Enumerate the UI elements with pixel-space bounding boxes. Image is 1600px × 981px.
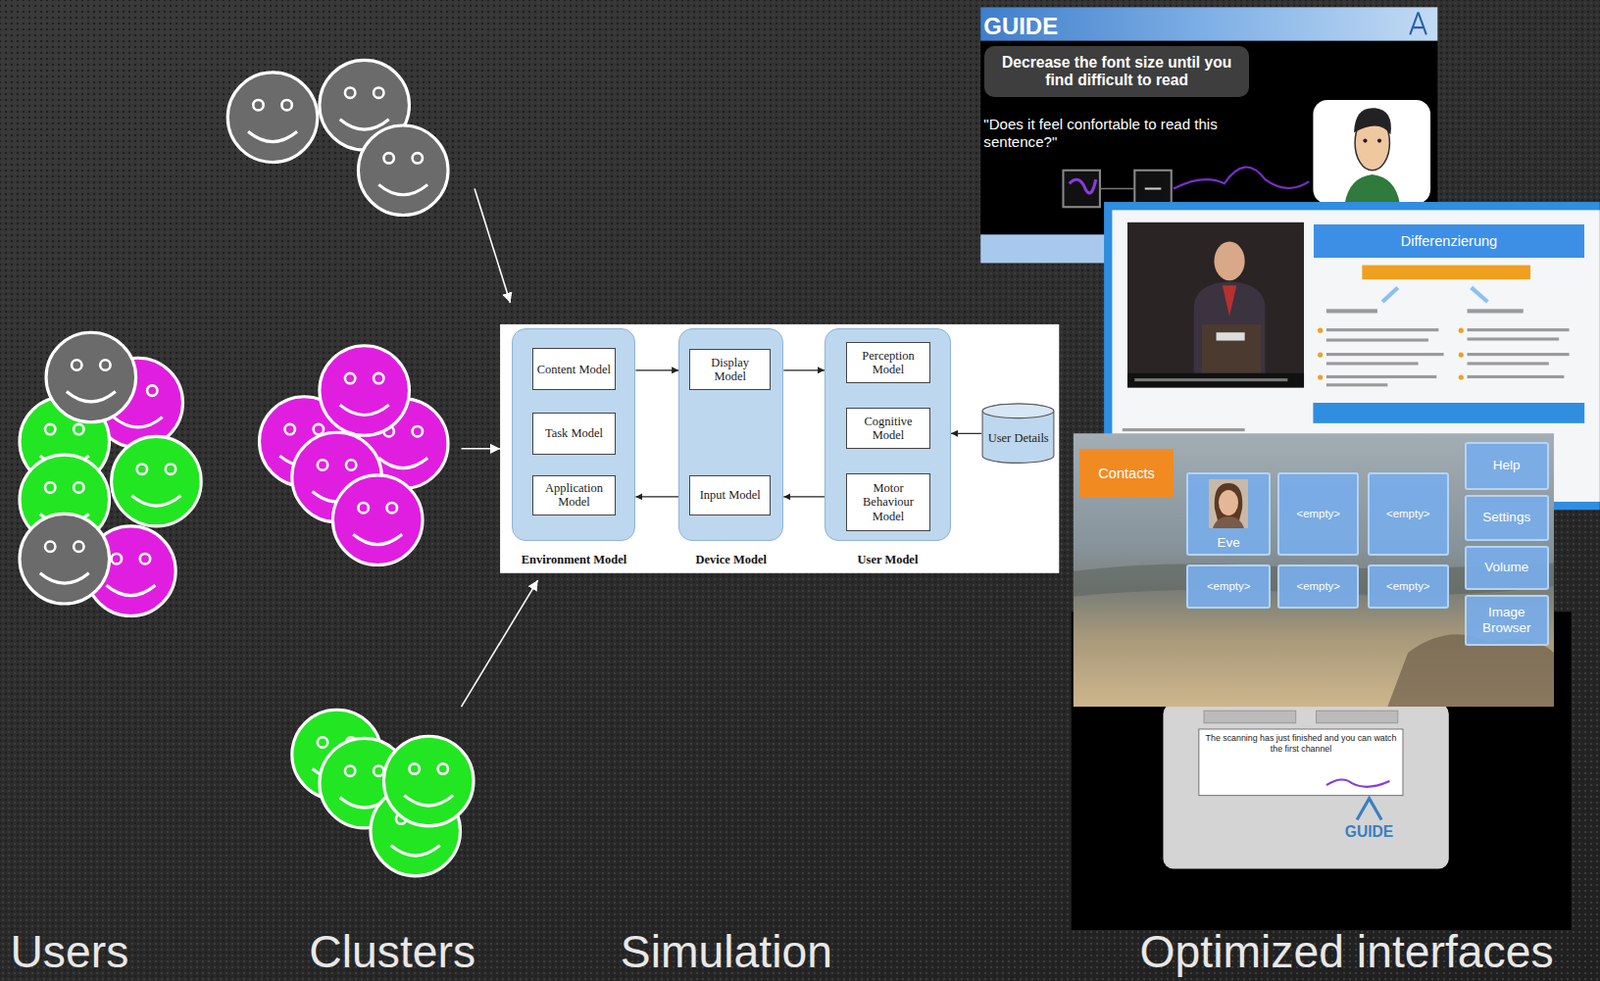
menu-button: Settings bbox=[1464, 495, 1550, 542]
node-text: Cognitive Model bbox=[850, 414, 925, 444]
flow-arrow bbox=[474, 189, 510, 304]
model-box: Task Model bbox=[532, 412, 616, 455]
node-text: Differenzierung bbox=[1400, 233, 1499, 250]
node-text: <empty> bbox=[1386, 507, 1431, 521]
smiley bbox=[227, 72, 318, 163]
node-text: Eve bbox=[1216, 535, 1240, 551]
flow-connector bbox=[635, 369, 679, 371]
node-text: Motor Behaviour Model bbox=[850, 481, 925, 524]
database-cylinder: User Details bbox=[981, 402, 1055, 464]
node-text: Decrease the font size until you find di… bbox=[988, 53, 1245, 90]
model-box: Motor Behaviour Model bbox=[846, 473, 930, 531]
section-label: Clusters bbox=[308, 929, 476, 975]
smiley bbox=[46, 332, 137, 423]
menu-button: <empty> bbox=[1367, 472, 1450, 556]
node-text: Input Model bbox=[700, 488, 761, 502]
node-text: <empty> bbox=[1206, 580, 1251, 594]
flow-connector bbox=[950, 433, 982, 435]
smiley bbox=[19, 513, 110, 604]
node-text: Help bbox=[1493, 457, 1521, 474]
node-text: <empty> bbox=[1296, 507, 1341, 521]
photo-ground bbox=[1208, 479, 1249, 529]
cylinder-body bbox=[982, 403, 1054, 463]
smiley bbox=[319, 346, 410, 437]
cylinder-top bbox=[982, 403, 1054, 419]
node-text: Image Browser bbox=[1470, 604, 1544, 636]
screen-text: "Does it feel confortable to read this s… bbox=[983, 115, 1290, 153]
group-label: User Model bbox=[857, 552, 919, 567]
screen-title: GUIDE bbox=[983, 11, 1058, 42]
menu-button: Volume bbox=[1464, 546, 1550, 591]
screen-text: The scanning has just finished and you c… bbox=[1203, 733, 1399, 755]
photo-shoulders bbox=[1212, 516, 1245, 529]
menu-button: <empty> bbox=[1277, 564, 1359, 610]
model-box: Application Model bbox=[532, 475, 616, 517]
model-group: Environment ModelContent ModelTask Model… bbox=[511, 328, 636, 541]
model-box: Content Model bbox=[532, 348, 616, 391]
smiley bbox=[357, 125, 449, 216]
slide-header: Differenzierung bbox=[1313, 224, 1586, 258]
model-group: User ModelPerception ModelCognitive Mode… bbox=[824, 328, 951, 541]
menu-button: <empty> bbox=[1277, 472, 1359, 556]
simulation-panel bbox=[500, 324, 1059, 574]
menu-button: Image Browser bbox=[1464, 595, 1550, 647]
smiley bbox=[332, 475, 423, 566]
node-text: Perception Model bbox=[850, 349, 925, 378]
model-group: Device ModelDisplay ModelInput Model bbox=[678, 328, 784, 541]
menu-button: Help bbox=[1464, 442, 1550, 491]
smiley bbox=[111, 436, 202, 527]
node-text: <empty> bbox=[1296, 580, 1341, 594]
flow-connector bbox=[783, 496, 825, 498]
flow-connector bbox=[783, 369, 825, 371]
node-text: Volume bbox=[1484, 559, 1529, 576]
node-text: Contacts bbox=[1098, 465, 1154, 483]
group-label: Environment Model bbox=[521, 552, 628, 567]
group-label: Device Model bbox=[696, 552, 767, 567]
logo-text: GUIDE bbox=[1345, 822, 1394, 843]
menu-button: <empty> bbox=[1367, 564, 1450, 610]
model-box: Perception Model bbox=[846, 342, 930, 384]
section-label: Simulation bbox=[620, 929, 833, 975]
node-text: Display Model bbox=[694, 355, 766, 385]
section-label: Optimized interfaces bbox=[1140, 929, 1554, 975]
section-label: Users bbox=[9, 929, 129, 975]
flow-connector bbox=[635, 496, 679, 498]
screenshot bbox=[1073, 433, 1554, 707]
node-text: Application Model bbox=[537, 481, 611, 510]
flow-arrow bbox=[461, 580, 539, 707]
contact-tile: Eve bbox=[1186, 472, 1270, 556]
instruction-box: Decrease the font size until you find di… bbox=[984, 46, 1249, 98]
node-text: Task Model bbox=[545, 426, 603, 441]
model-box: Display Model bbox=[689, 349, 771, 391]
node-text: <empty> bbox=[1386, 580, 1431, 594]
node-text: User Details bbox=[988, 431, 1050, 446]
contact-photo bbox=[1208, 479, 1249, 529]
photo-face bbox=[1218, 490, 1239, 516]
flow-arrow bbox=[461, 448, 501, 450]
node-text: Settings bbox=[1482, 509, 1531, 526]
menu-button: <empty> bbox=[1186, 564, 1270, 610]
node-text: Content Model bbox=[537, 362, 611, 377]
model-box: Input Model bbox=[689, 475, 771, 517]
tab-button: Contacts bbox=[1079, 449, 1174, 499]
model-box: Cognitive Model bbox=[846, 407, 930, 450]
smiley bbox=[383, 736, 474, 827]
